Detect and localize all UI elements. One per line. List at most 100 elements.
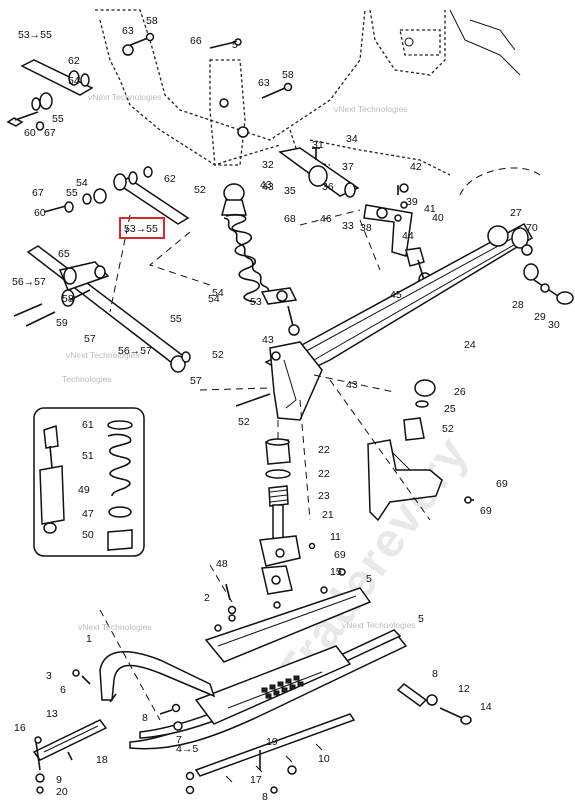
callout-label: 8 (432, 668, 438, 680)
callout-label: 39 (406, 196, 418, 208)
callout-label: 52 (238, 416, 250, 428)
upper-rod-assembly (6, 59, 94, 131)
callout-label: 69 (334, 549, 346, 561)
callout-label: 7 (176, 734, 182, 746)
callout-label: 27 (510, 207, 522, 219)
callout-label: 65 (58, 248, 70, 260)
callout-label: 24 (464, 339, 476, 351)
callout-label: 28 (512, 299, 524, 311)
callout-label: 43 (262, 334, 274, 346)
callout-label: 70 (526, 222, 538, 234)
brand-watermarks: vNext Technologies vNext Technologies vN… (62, 92, 416, 632)
callout-label: 54 (208, 293, 220, 305)
callout-label: 67 (44, 127, 56, 139)
callout-label: 54 (68, 75, 80, 87)
callout-label: 52 (442, 423, 454, 435)
front-bracket (199, 341, 395, 421)
callout-label: 52 (212, 349, 224, 361)
callout-label: 69 (480, 505, 492, 517)
callout-label: 58 (146, 15, 158, 27)
svg-text:vNext Technologies: vNext Technologies (342, 620, 416, 630)
callout-label: 37 (342, 161, 354, 173)
callout-label: 44 (402, 230, 414, 242)
callout-label: 57 (84, 333, 96, 345)
callout-label: 62 (68, 55, 80, 67)
callout-label: 53 (250, 296, 262, 308)
callout-label: 56→57 (12, 276, 46, 288)
svg-text:vNext Technologies: vNext Technologies (78, 622, 152, 632)
highlighted-part-box (119, 217, 165, 239)
wear-bar (32, 719, 108, 794)
callout-label: 32 (262, 159, 274, 171)
callout-label: 38 (360, 222, 372, 234)
ski-assembly (129, 586, 408, 783)
callout-label: 14 (480, 701, 492, 713)
ski-fasteners (72, 542, 346, 795)
callout-label: 22 (318, 444, 330, 456)
callout-label: 63 (122, 25, 134, 37)
callout-label: 43 (262, 181, 274, 193)
callout-label: 61 (82, 419, 94, 431)
callout-label: 29 (534, 311, 546, 323)
callout-label: 26 (454, 386, 466, 398)
callout-label: 16 (14, 722, 26, 734)
callout-label: 55 (170, 313, 182, 325)
ski-handle (99, 651, 216, 703)
callout-label: 35 (284, 185, 296, 197)
callout-label: 62 (164, 173, 176, 185)
callout-label: 59 (56, 317, 68, 329)
svg-text:vNext Technologies: vNext Technologies (88, 92, 162, 102)
callout-label: 8 (142, 712, 148, 724)
callout-label: 46 (320, 213, 332, 225)
callout-label: 68 (284, 213, 296, 225)
callout-label: 56→57 (118, 345, 152, 357)
callout-label: 36 (322, 181, 334, 193)
callout-label: 58 (62, 293, 74, 305)
svg-text:Technologies: Technologies (62, 374, 112, 384)
callout-label: 18 (96, 754, 108, 766)
callout-label: 63 (258, 77, 270, 89)
callout-label: 54 (212, 287, 224, 299)
callout-label: 5 (418, 613, 424, 625)
spindle-stack (259, 438, 301, 595)
callout-label: 21 (322, 509, 334, 521)
rocker-arm (278, 147, 432, 288)
callout-label: 11 (330, 531, 341, 543)
callout-label: 66 (190, 35, 202, 47)
callout-label: 10 (318, 753, 330, 765)
callout-label: 55 (66, 187, 78, 199)
callout-label: 13 (46, 708, 58, 720)
callout-label: 48 (216, 558, 228, 570)
callout-label: 30 (548, 319, 560, 331)
callout-label: 15 (330, 566, 342, 578)
guide-lines (99, 214, 431, 721)
callout-label: 60 (24, 127, 36, 139)
shock-absorber (221, 183, 300, 336)
callout-label: 42 (410, 161, 422, 173)
callout-label: 55 (52, 113, 64, 125)
svg-text:vNext Technologies: vNext Technologies (66, 350, 140, 360)
lower-arm-assembly (13, 245, 191, 373)
callout-label: 1 (86, 633, 92, 645)
callout-label: 34 (346, 133, 358, 145)
callout-label: 22 (318, 468, 330, 480)
callout-label: 3 (46, 670, 52, 682)
callout-label: 52 (194, 184, 206, 196)
callout-label: 54 (76, 177, 88, 189)
callout-label: 67 (32, 187, 44, 199)
callout-label: 5 (366, 573, 372, 585)
callout-label: 12 (458, 683, 470, 695)
callout-label: 43 (346, 379, 358, 391)
ski-grid-pattern (261, 675, 304, 699)
callout-label: 58 (282, 69, 294, 81)
callout-label: 50 (82, 529, 94, 541)
callout-label: 4→5 (176, 743, 198, 755)
callout-label: 49 (78, 484, 90, 496)
callout-label: 60 (34, 207, 46, 219)
callout-label: 9 (56, 774, 62, 786)
callout-label: 43 (260, 179, 272, 191)
callout-label: 69 (496, 478, 508, 490)
callout-label: 51 (82, 450, 94, 462)
callout-label: 57 (190, 375, 202, 387)
